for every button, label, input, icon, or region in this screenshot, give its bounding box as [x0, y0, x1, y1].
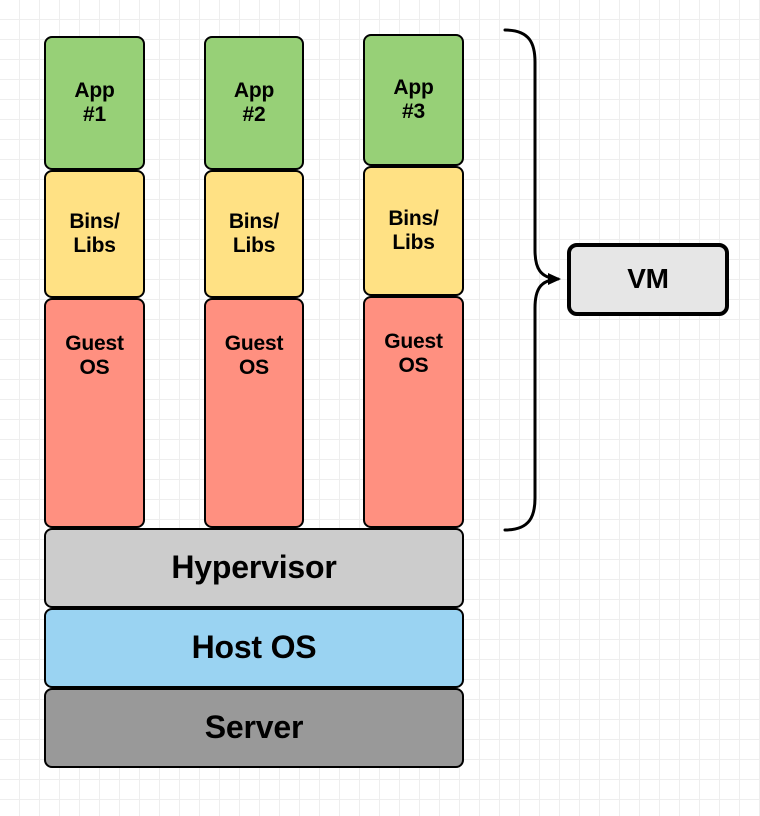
- hypervisor-band-label: Hypervisor: [171, 549, 337, 586]
- vm-label-box[interactable]: VM: [567, 243, 729, 316]
- bins-libs-box-3-label: Bins/ Libs: [388, 206, 439, 254]
- bins-libs-box-1-label: Bins/ Libs: [69, 209, 120, 257]
- hypervisor-band[interactable]: Hypervisor: [44, 528, 464, 608]
- bins-libs-box-3[interactable]: Bins/ Libs: [363, 166, 464, 296]
- bins-libs-box-2-label: Bins/ Libs: [228, 209, 280, 257]
- app-box-1[interactable]: App #1: [44, 36, 145, 170]
- vm-label-box-label: VM: [627, 263, 669, 295]
- app-box-3[interactable]: App #3: [363, 34, 464, 166]
- host-os-band[interactable]: Host OS: [44, 608, 464, 688]
- server-band[interactable]: Server: [44, 688, 464, 768]
- app-box-1-label: App #1: [74, 78, 115, 126]
- guest-os-box-1-label: Guest OS: [65, 332, 124, 380]
- guest-os-box-3[interactable]: Guest OS: [363, 296, 464, 528]
- guest-os-box-2-label: Guest OS: [224, 332, 284, 380]
- guest-os-box-2[interactable]: Guest OS: [204, 298, 304, 528]
- app-box-2[interactable]: App #2: [204, 36, 304, 170]
- bins-libs-box-1[interactable]: Bins/ Libs: [44, 170, 145, 298]
- bins-libs-box-2[interactable]: Bins/ Libs: [204, 170, 304, 298]
- guest-os-box-1[interactable]: Guest OS: [44, 298, 145, 528]
- app-box-2-label: App #2: [233, 78, 275, 126]
- app-box-3-label: App #3: [393, 75, 434, 123]
- host-os-band-label: Host OS: [191, 629, 317, 666]
- guest-os-box-3-label: Guest OS: [384, 330, 443, 378]
- server-band-label: Server: [204, 709, 304, 746]
